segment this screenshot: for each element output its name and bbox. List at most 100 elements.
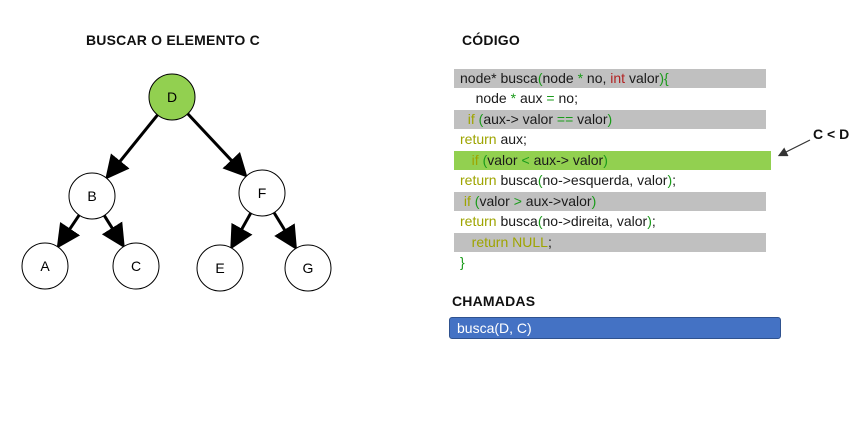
code-token: no xyxy=(558,90,575,106)
code-token: { xyxy=(663,70,669,86)
call-stack-item: busca(D, C) xyxy=(449,317,781,339)
code-token: valor xyxy=(572,152,604,168)
code-token: if xyxy=(463,193,471,209)
code-token: ( xyxy=(474,193,480,209)
tree-node-e: E xyxy=(196,244,244,292)
tree-node-g: G xyxy=(284,244,332,292)
code-token: return xyxy=(460,213,497,229)
code-token: if xyxy=(467,111,475,127)
tree-node-a: A xyxy=(21,242,69,290)
tree-node-label: F xyxy=(258,185,267,201)
code-token: valor xyxy=(628,70,660,86)
code-token: int xyxy=(610,70,626,86)
code-token: ) xyxy=(659,70,664,86)
tree-edge-b-a xyxy=(56,214,81,249)
tree-node-label: G xyxy=(303,260,314,276)
code-token: ) xyxy=(603,152,608,168)
code-token: busca xyxy=(500,172,538,188)
code-token xyxy=(460,90,476,106)
tree-edge-f-g xyxy=(272,211,298,251)
tree-node-f: F xyxy=(238,169,286,217)
code-token: * xyxy=(577,70,584,86)
code-token: valor xyxy=(637,172,668,188)
code-token: , xyxy=(609,213,613,229)
tree-title: BUSCAR O ELEMENTO C xyxy=(86,32,260,48)
tree-node-label: B xyxy=(87,188,96,204)
code-token: = xyxy=(546,90,555,106)
code-token xyxy=(460,152,472,168)
code-line: return busca(no->esquerda, valor); xyxy=(460,171,676,190)
annotation-arrow xyxy=(777,139,811,157)
tree-node-label: C xyxy=(131,258,141,274)
tree-node-label: D xyxy=(167,89,177,105)
code-token: == xyxy=(556,111,574,127)
code-token: aux xyxy=(519,90,543,106)
tree-edge-d-b xyxy=(105,113,159,180)
code-token: ( xyxy=(478,111,484,127)
code-token: if xyxy=(471,152,479,168)
code-line: if (aux-> valor == valor) xyxy=(454,110,766,129)
tree-edge-f-e xyxy=(230,212,253,250)
tree-node-label: A xyxy=(40,258,50,274)
code-token: return xyxy=(460,131,497,147)
code-token: ; xyxy=(651,213,656,229)
code-token: no->esquerda xyxy=(542,172,630,188)
code-token: ; xyxy=(672,172,676,188)
binary-tree: D B F A C E G xyxy=(21,73,332,292)
code-token: valor xyxy=(616,213,648,229)
code-token: node* xyxy=(460,70,497,86)
code-line: node * aux = no; xyxy=(460,89,578,108)
code-token: busca xyxy=(500,70,538,86)
code-line: node* busca(node * no, int valor){ xyxy=(454,69,766,88)
code-token: node xyxy=(542,70,574,86)
code-token: , xyxy=(602,70,607,86)
code-token: no->direita xyxy=(542,213,610,229)
code-token xyxy=(460,234,472,250)
code-token: ) xyxy=(607,111,613,127)
code-line: return NULL; xyxy=(454,233,766,252)
code-token: valor xyxy=(577,111,608,127)
code-token: valor xyxy=(522,111,554,127)
code-token: aux-> xyxy=(483,111,519,127)
code-token: ( xyxy=(537,172,543,188)
code-token: busca xyxy=(500,213,538,229)
code-token: return xyxy=(471,234,509,250)
code-token: ) xyxy=(591,193,597,209)
calls-title: CHAMADAS xyxy=(452,293,536,309)
tree-node-c: C xyxy=(112,242,160,290)
code-token: ; xyxy=(547,234,552,250)
code-token: no xyxy=(586,70,603,86)
code-token: * xyxy=(510,90,517,106)
code-token: , xyxy=(629,172,634,188)
tree-node-b: B xyxy=(68,172,116,220)
tree-node-d: D xyxy=(148,73,196,121)
code-title: CÓDIGO xyxy=(462,32,520,48)
code-token: NULL xyxy=(512,234,548,250)
tree-edge-d-f xyxy=(186,112,248,178)
code-line: return aux; xyxy=(460,130,527,149)
code-token: } xyxy=(460,254,465,270)
code-token xyxy=(460,111,468,127)
code-line: if (valor > aux->valor) xyxy=(454,192,766,211)
code-token: aux-> xyxy=(533,152,569,168)
tree-node-label: E xyxy=(215,260,224,276)
code-token: ) xyxy=(647,213,652,229)
tree-edge-b-c xyxy=(101,214,125,249)
code-line: } xyxy=(460,253,465,272)
call-stack-item-label: busca(D, C) xyxy=(457,320,532,336)
code-token: ( xyxy=(482,152,488,168)
comparison-note: C < D xyxy=(813,126,850,142)
code-token: valor xyxy=(479,193,510,209)
code-token: > xyxy=(513,193,522,209)
code-token: node xyxy=(475,90,507,106)
code-token: aux xyxy=(500,131,524,147)
code-token: return xyxy=(460,172,497,188)
code-token: valor xyxy=(487,152,518,168)
code-token: ; xyxy=(523,131,527,147)
code-token: ( xyxy=(537,70,543,86)
code-token: ; xyxy=(574,90,578,106)
code-token: valor xyxy=(561,193,592,209)
code-token: aux-> xyxy=(525,193,562,209)
code-token: ) xyxy=(667,172,673,188)
code-line: return busca(no->direita, valor); xyxy=(460,212,656,231)
